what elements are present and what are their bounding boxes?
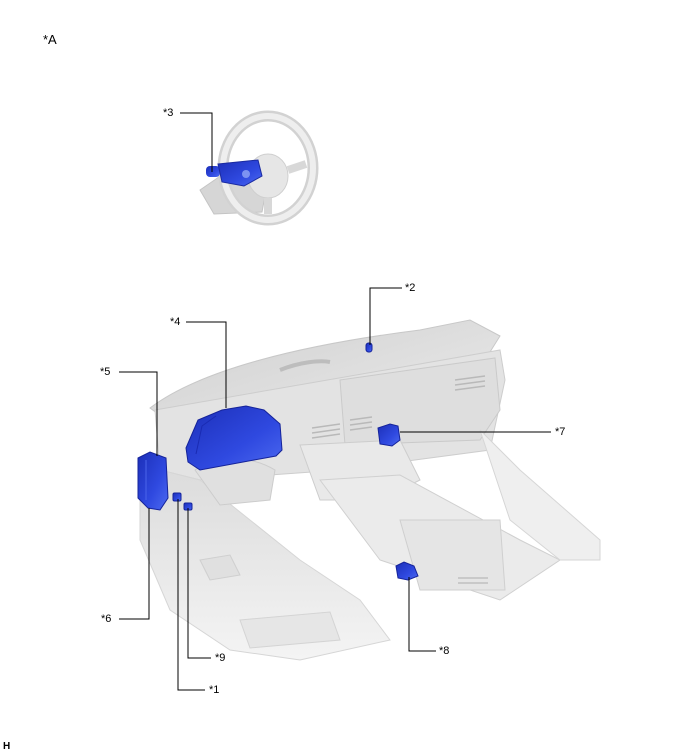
callout-label-2: *2 [405, 282, 416, 294]
leader-line-2 [369, 287, 402, 345]
dashboard-illustration [139, 319, 601, 661]
callout-label-6: *6 [101, 613, 112, 625]
leader-line-6 [119, 508, 150, 620]
leader-lines [119, 112, 551, 691]
dashboard-top-sensor-part [365, 342, 373, 353]
leader-line-1 [177, 499, 205, 691]
combination-meter-part [185, 405, 283, 471]
callout-label-8: *8 [439, 645, 450, 657]
lower-dash-connector-left-part [172, 492, 182, 502]
callout-label-4: *4 [170, 316, 181, 328]
leader-line-5 [119, 371, 158, 456]
callout-label-3: *3 [163, 107, 174, 119]
passenger-module-part [377, 423, 401, 447]
callout-label-1: *1 [209, 684, 220, 696]
callout-label-5: *5 [100, 366, 111, 378]
leader-line-8 [408, 577, 436, 652]
callout-label-9: *9 [215, 652, 226, 664]
view-label: *A [43, 32, 57, 47]
callout-label-7: *7 [555, 426, 566, 438]
figure-code: H [3, 741, 11, 752]
left-kick-panel-ecu-part [137, 451, 169, 511]
leader-line-4 [186, 321, 227, 408]
console-module-part [395, 561, 419, 581]
steering-column-switch-part [206, 159, 263, 187]
leader-line-9 [187, 508, 211, 659]
leader-line-3 [180, 112, 213, 172]
